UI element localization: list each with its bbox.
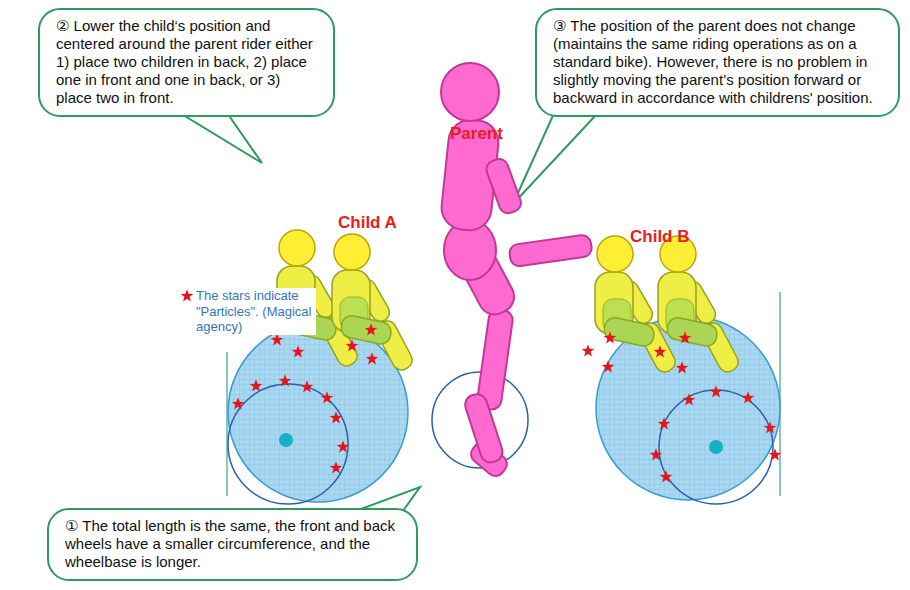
parent-figure — [439, 63, 592, 480]
particle-star — [676, 361, 689, 373]
particle-star — [769, 448, 782, 460]
particle-star — [330, 461, 343, 473]
legend-text: The stars indicate "Particles". (Magical… — [194, 288, 316, 335]
particle-star — [279, 374, 292, 386]
particle-star — [301, 380, 314, 392]
particle-star — [764, 421, 777, 433]
axle — [709, 440, 723, 454]
particle-star — [232, 397, 245, 409]
particle-star — [742, 391, 755, 403]
particle-star — [330, 411, 343, 423]
callout-box: ① The total length is the same, the fron… — [47, 508, 418, 581]
particle-star — [658, 417, 671, 429]
particle-star — [582, 344, 595, 356]
callout-text: ② Lower the child‘s position and centere… — [56, 17, 319, 107]
callout-text: ① The total length is the same, the fron… — [65, 517, 402, 571]
particle-star — [292, 345, 305, 357]
small-wheel — [659, 390, 773, 504]
legend-item: The stars indicate "Particles". (Magical… — [180, 288, 330, 335]
callout-box: ③ The position of the parent does not ch… — [535, 8, 900, 117]
particle-star — [683, 393, 696, 405]
callout-text: ③ The position of the parent does not ch… — [553, 17, 884, 107]
callout-box: ② Lower the child‘s position and centere… — [38, 8, 335, 117]
particle-star — [366, 352, 379, 364]
axle — [279, 433, 293, 447]
particle-stars — [232, 315, 782, 482]
particle-star — [321, 391, 334, 403]
particle-star — [337, 440, 350, 452]
particle-star — [250, 379, 263, 391]
child-figure — [332, 234, 415, 373]
particle-star — [650, 448, 663, 460]
figure-label: Child A — [338, 213, 397, 233]
legend-star — [180, 289, 194, 303]
callout-tail — [175, 110, 262, 163]
particle-star — [602, 360, 615, 372]
old-wheel — [228, 322, 408, 502]
particle-star — [604, 331, 617, 343]
particle-star — [654, 345, 667, 357]
particle-star — [710, 385, 723, 397]
old-wheel — [596, 316, 780, 500]
particle-star — [271, 333, 284, 345]
child-figure — [658, 236, 741, 375]
particle-star — [660, 470, 673, 482]
particle-star — [365, 323, 378, 335]
figure-label: Parent — [450, 124, 503, 144]
figure-label: Child B — [630, 227, 690, 247]
small-wheel — [228, 384, 348, 504]
particle-star — [346, 339, 359, 351]
particle-star — [679, 331, 692, 343]
length-line — [226, 352, 227, 496]
